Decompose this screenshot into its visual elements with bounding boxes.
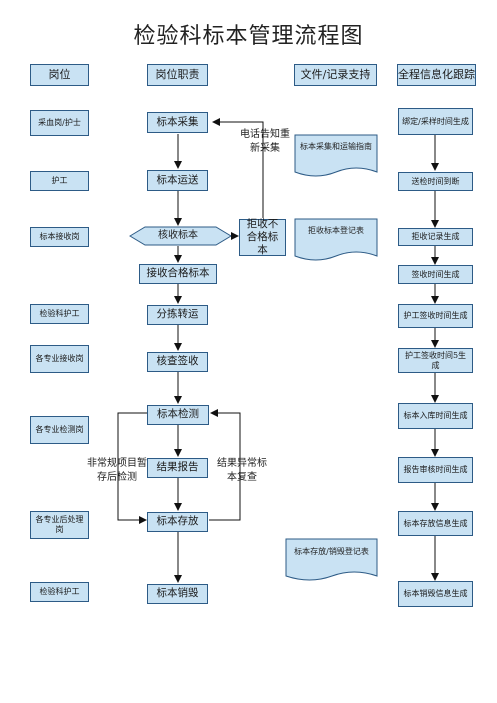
track-destroy-info: 标本销毁信息生成 [398, 581, 473, 607]
doc-collection-guide: 标本采集和运输指南 [300, 142, 372, 151]
track-report-review-time: 报告审核时间生成 [398, 457, 473, 483]
role-lab-porter: 检验科护工 [30, 304, 89, 324]
step-sort: 分拣转运 [147, 305, 208, 325]
step-transport: 标本运送 [147, 170, 208, 191]
note-irregular-items: 非常规项目暂存后检测 [87, 458, 147, 483]
step-verify: 核查签收 [147, 352, 208, 372]
note-phone-recollect: 电话告知重新采集 [240, 129, 290, 154]
track-send-time: 送检时间到断 [398, 172, 473, 191]
header-duty: 岗位职责 [147, 64, 208, 86]
header-docs: 文件/记录支持 [294, 64, 377, 86]
role-porter: 护工 [30, 171, 89, 191]
step-reject: 拒收不合格标本 [239, 218, 286, 256]
step-receive: 核收标本 [158, 230, 198, 241]
track-sign-time: 签收时间生成 [398, 265, 473, 284]
track-store-info: 标本存放信息生成 [398, 511, 473, 536]
role-lab-porter-2: 检验科护工 [30, 582, 89, 602]
track-porter-sign-time-5: 护工签收时间5生成 [398, 348, 473, 373]
role-collector: 采血岗/护士 [30, 110, 89, 136]
document-shape-guide [294, 134, 378, 177]
doc-reject-register: 拒收标本登记表 [308, 226, 364, 235]
note-abnormal-recheck: 结果异常标本复查 [217, 458, 267, 483]
role-receiver: 标本接收岗 [30, 227, 89, 247]
document-shape-reject-log [294, 218, 378, 261]
doc-store-destroy-register: 标本存放/销毁登记表 [294, 547, 369, 556]
step-report: 结果报告 [147, 458, 208, 478]
track-reject-record: 拒收记录生成 [398, 228, 473, 246]
header-post: 岗位 [30, 64, 89, 86]
role-post-processor: 各专业后处理岗 [30, 511, 89, 539]
step-collect: 标本采集 [147, 112, 208, 133]
header-info: 全程信息化跟踪 [397, 64, 476, 86]
page-title: 检验科标本管理流程图 [133, 24, 364, 49]
track-bind-time: 绑定/采样时间生成 [398, 108, 473, 135]
step-accept: 接收合格标本 [139, 264, 217, 284]
role-specialty-tester: 各专业检测岗 [30, 416, 89, 444]
document-shape-store-log [285, 538, 378, 581]
track-porter-sign-time: 护工签收时间生成 [398, 304, 473, 328]
step-destroy: 标本销毁 [147, 584, 208, 604]
role-specialty-receiver: 各专业接收岗 [30, 345, 89, 373]
track-storage-time: 标本入库时间生成 [398, 403, 473, 429]
step-store: 标本存放 [147, 512, 208, 532]
step-test: 标本检测 [147, 405, 209, 425]
